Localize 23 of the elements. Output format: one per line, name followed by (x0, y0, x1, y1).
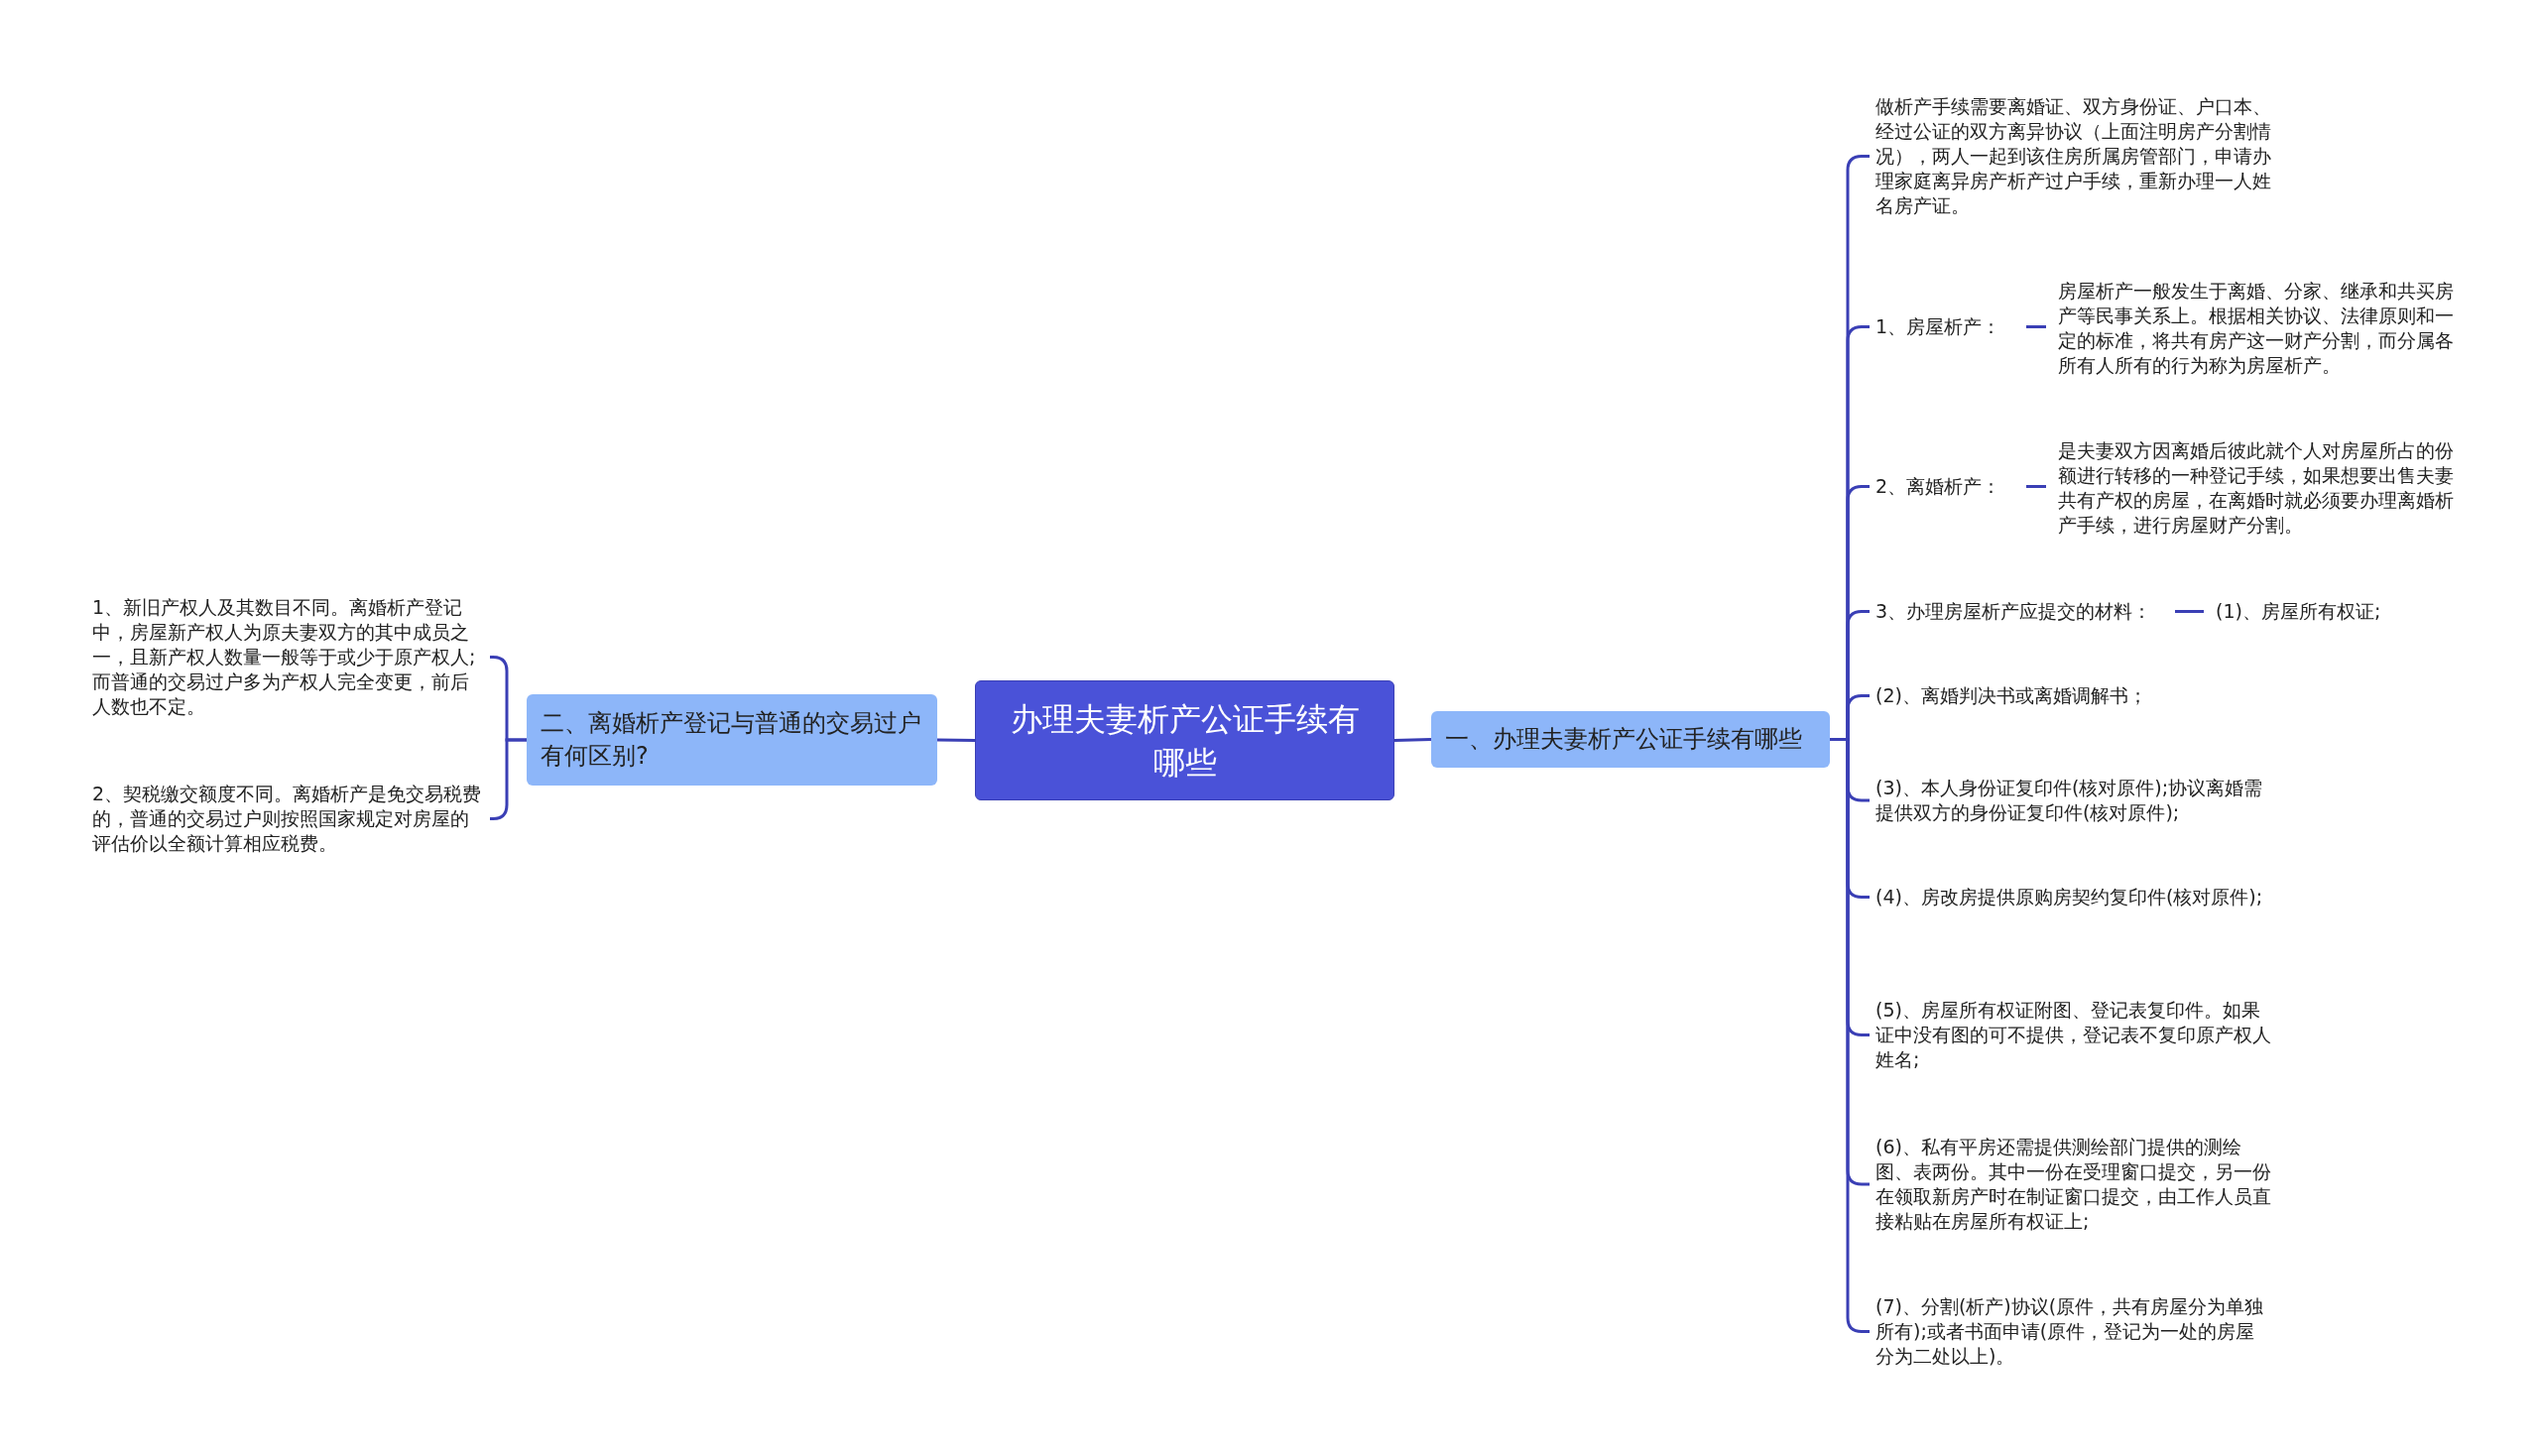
connector-line (2026, 325, 2046, 328)
connector-line (1393, 738, 1432, 742)
item-text: 1、房屋析产： (1875, 314, 2014, 339)
connector-line (2026, 485, 2046, 488)
connector-line (936, 738, 976, 742)
branch-box: 一、办理夫妻析产公证手续有哪些 (1431, 711, 1830, 768)
item-text: (2)、离婚判决书或离婚调解书； (1875, 683, 2272, 708)
item-text: (1)、房屋所有权证; (2216, 599, 2464, 624)
connector-line (2175, 610, 2204, 613)
item-text: (5)、房屋所有权证附图、登记表复印件。如果证中没有图的可不提供，登记表不复印原产权人姓名; (1875, 998, 2272, 1072)
item-text: 2、离婚析产： (1875, 474, 2014, 499)
topic-box: 办理夫妻析产公证手续有哪些 (975, 680, 1394, 800)
item-text: (7)、分割(析产)协议(原件，共有房屋分为单独所有);或者书面申请(原件，登记为一处的房屋分为二处以上)。 (1875, 1294, 2272, 1369)
item-text: 3、办理房屋析产应提交的材料： (1875, 599, 2163, 624)
note-text: 1、新旧产权人及其数目不同。离婚析产登记中，房屋新产权人为原夫妻双方的其中成员之一，且新产权人数量一般等于或少于原产权人;而普通的交易过户多为产权人完全变更，前后人数也不定。 (92, 595, 484, 719)
branch-box: 二、离婚析产登记与普通的交易过户有何区别? (527, 694, 937, 786)
item-text: (4)、房改房提供原购房契约复印件(核对原件); (1875, 885, 2272, 910)
item-text: (3)、本人身份证复印件(核对原件);协议离婚需提供双方的身份证复印件(核对原件); (1875, 776, 2272, 825)
item-text: (6)、私有平房还需提供测绘部门提供的测绘图、表两份。其中一份在受理窗口提交，另一份在领取新房产时在制证窗口提交，由工作人员直接粘贴在房屋所有权证上; (1875, 1135, 2272, 1234)
note-text: 房屋析产一般发生于离婚、分家、继承和共买房产等民事关系上。根据相关协议、法律原则和一定的标准，将共有房产这一财产分割，而分属各所有人所有的行为称为房屋析产。 (2058, 279, 2455, 378)
note-text: 是夫妻双方因离婚后彼此就个人对房屋所占的份额进行转移的一种登记手续，如果想要出售夫妻共有产权的房屋，在离婚时就必须要办理离婚析产手续，进行房屋财产分割。 (2058, 438, 2455, 538)
note-text: 2、契税缴交额度不同。离婚析产是免交易税费的，普通的交易过户则按照国家规定对房屋的评估价以全额计算相应税费。 (92, 782, 484, 856)
note-text: 做析产手续需要离婚证、双方身份证、户口本、经过公证的双方离异协议（上面注明房产分割情况），两人一起到该住房所属房管部门，申请办理家庭离异房产析产过户手续，重新办理一人姓名房产证。 (1875, 94, 2272, 218)
